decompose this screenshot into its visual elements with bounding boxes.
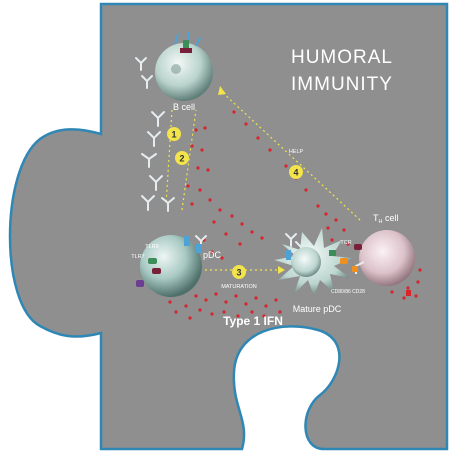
- step-badge-1: 1: [167, 127, 181, 141]
- tlr9-label: TLR9: [145, 244, 158, 250]
- tcr-label: TCR: [340, 240, 351, 246]
- maturation-label: MATURATION: [221, 284, 257, 290]
- arrow-th-to-bcell: [221, 91, 361, 221]
- costim-receptor: [340, 258, 348, 264]
- th-cell: [354, 230, 415, 296]
- puzzle-piece-background: [8, 2, 449, 451]
- b-cell: [155, 32, 213, 101]
- step-badge-2: 2: [175, 151, 189, 165]
- b-cell-label: B cell: [173, 102, 195, 112]
- step-badge-3: 3: [232, 265, 246, 279]
- costim-label: CD80/86 CD28: [331, 289, 365, 295]
- help-label: HELP: [289, 149, 304, 155]
- arrowhead-maturation: [278, 266, 285, 274]
- tlr7-label: TLR7: [131, 254, 144, 260]
- svg-text:1: 1: [171, 130, 176, 140]
- arrowhead-help: [218, 86, 226, 95]
- costim-receptor-2: [352, 266, 358, 272]
- pdc-cell: [136, 235, 202, 297]
- th-cell-label: TH cell: [373, 213, 399, 225]
- svg-text:4: 4: [293, 168, 298, 178]
- diagram-title-line2: IMMUNITY: [291, 74, 393, 95]
- diagram-title-line1: HUMORAL: [291, 47, 393, 68]
- ifn-dots: [168, 110, 422, 320]
- svg-text:2: 2: [179, 154, 184, 164]
- mature-pdc-cell: [274, 228, 352, 296]
- pdc-label: pDC: [203, 250, 222, 260]
- type1-ifn-label: Type 1 IFN: [223, 314, 283, 328]
- step-badge-4: 4: [289, 165, 303, 179]
- arrow-pdc-to-bcell: [181, 109, 197, 211]
- arrow-bcell-to-pdc: [165, 109, 173, 206]
- mature-pdc-label: Mature pDC: [293, 304, 342, 314]
- svg-text:3: 3: [236, 268, 241, 278]
